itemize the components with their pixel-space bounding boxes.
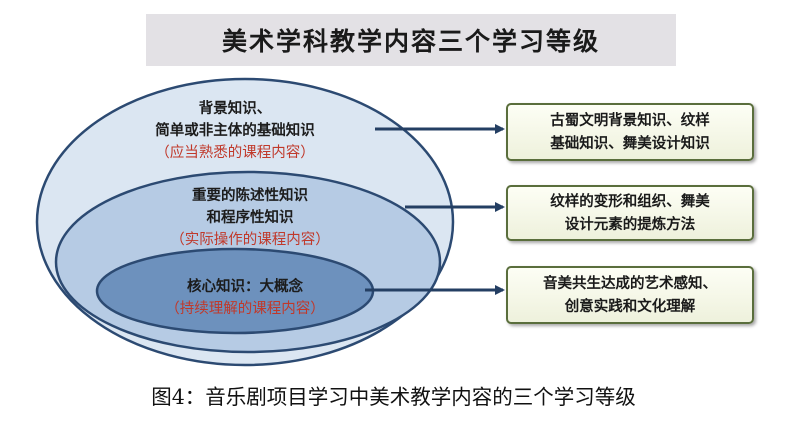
level-1-note: （应当熟悉的课程内容）	[155, 145, 315, 161]
level-2-box-line1: 纹样的变形和组织、舞美	[550, 193, 710, 210]
level-2-line2: 和程序性知识	[206, 209, 294, 226]
level-1-line2: 简单或非主体的基础知识	[155, 122, 315, 139]
level-3-box-line1: 音美共生达成的艺术感知、	[543, 275, 717, 292]
diagram-title: 美术学科教学内容三个学习等级	[146, 14, 676, 66]
level-1-box-line2: 基础知识、舞美设计知识	[550, 135, 710, 152]
level-1-line1: 背景知识、	[198, 100, 272, 117]
level-3-note: （持续理解的课程内容）	[165, 301, 325, 317]
level-1-box-line1: 古蜀文明背景知识、纹样	[550, 112, 710, 129]
level-3-example-box: 音美共生达成的艺术感知、 创意实践和文化理解	[506, 266, 754, 324]
level-1-text: 背景知识、 简单或非主体的基础知识 （应当熟悉的课程内容）	[110, 98, 360, 164]
level-2-text: 重要的陈述性知识 和程序性知识 （实际操作的课程内容）	[125, 185, 375, 251]
figure-caption: 图4：音乐剧项目学习中美术教学内容的三个学习等级	[151, 385, 636, 409]
level-1-example-box: 古蜀文明背景知识、纹样 基础知识、舞美设计知识	[506, 103, 754, 161]
level-3-box-line2: 创意实践和文化理解	[564, 298, 696, 315]
level-3-text: 核心知识：大概念 （持续理解的课程内容）	[130, 276, 360, 320]
level-2-line1: 重要的陈述性知识	[192, 187, 308, 204]
level-2-example-box: 纹样的变形和组织、舞美 设计元素的提炼方法	[506, 185, 754, 241]
level-2-box-line2: 设计元素的提炼方法	[564, 216, 696, 233]
level-2-note: （实际操作的课程内容）	[170, 232, 330, 248]
level-3-line1: 核心知识：大概念	[187, 278, 303, 295]
